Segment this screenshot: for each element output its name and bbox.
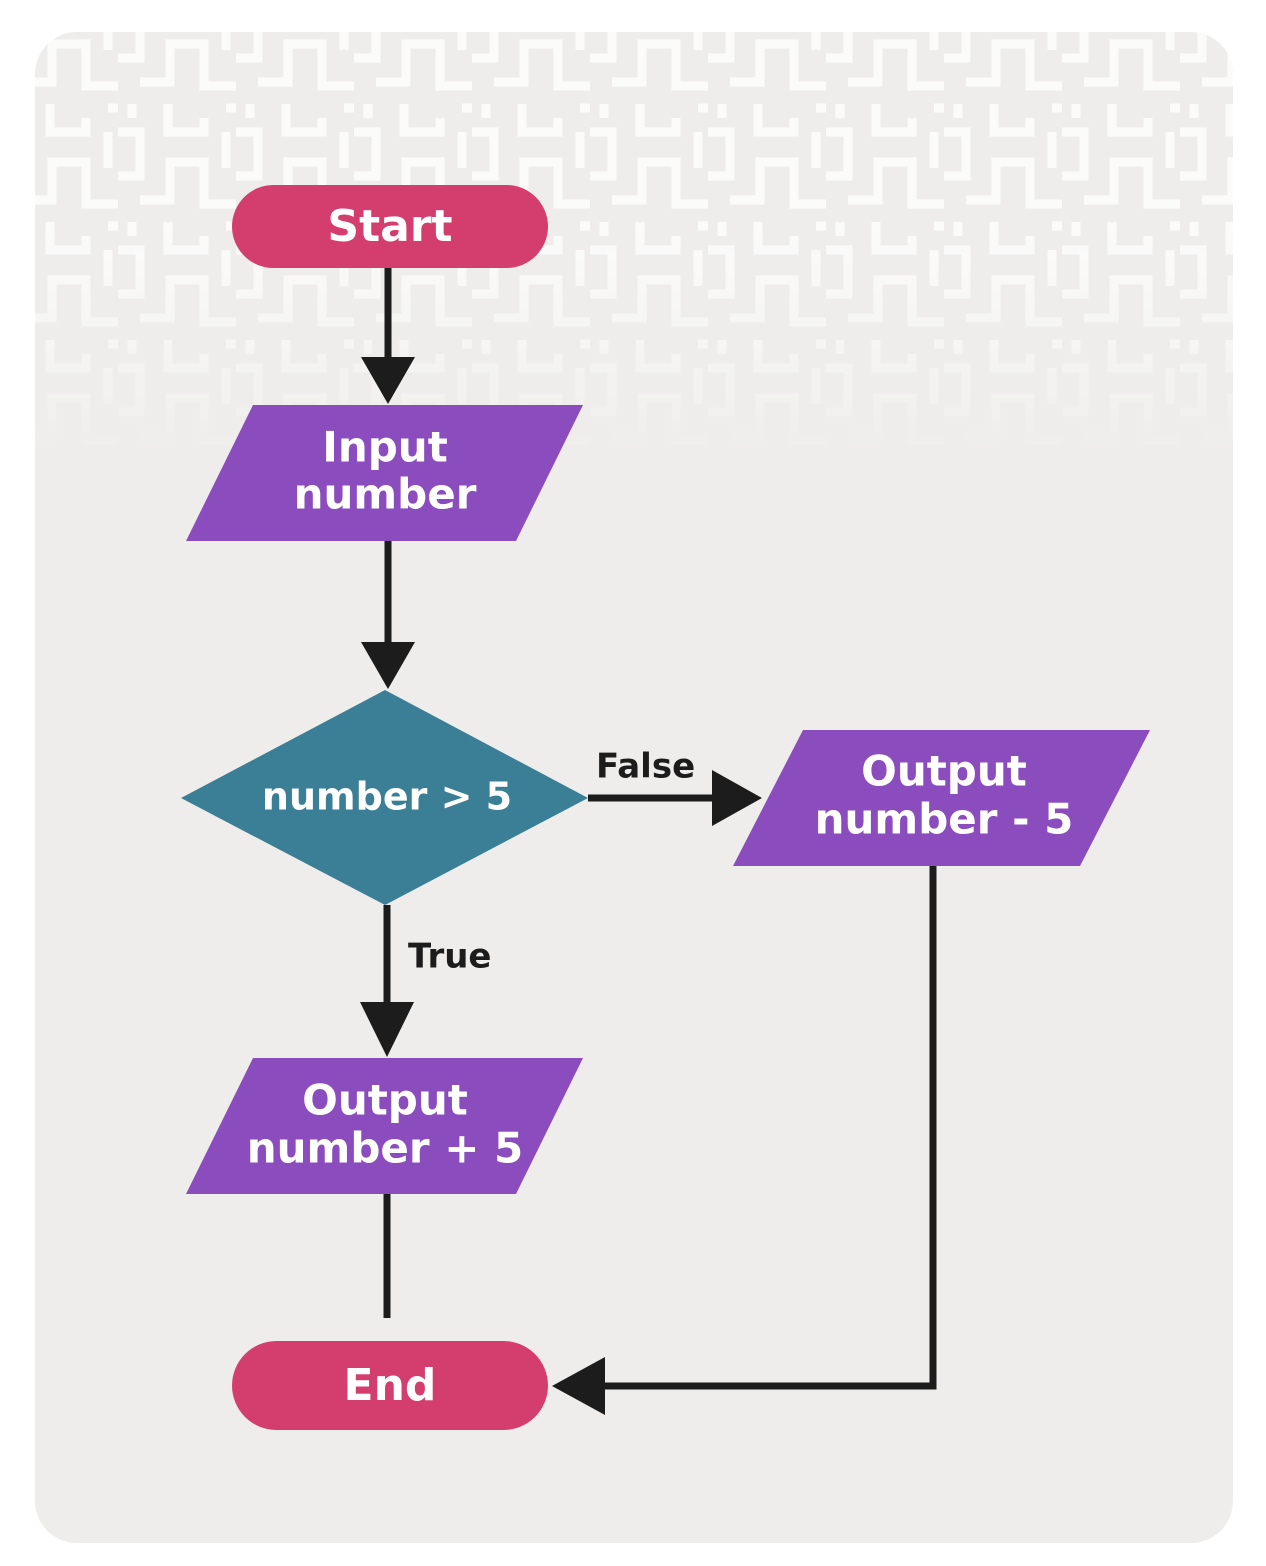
node-input[interactable]: Input number (186, 405, 583, 541)
node-decision-label: number > 5 (262, 775, 512, 819)
node-output-false[interactable]: Output number - 5 (733, 730, 1150, 866)
node-output-true[interactable]: Output number + 5 (186, 1058, 583, 1194)
arrowhead-to-input (361, 357, 415, 404)
node-output-false-label-line2: number - 5 (815, 795, 1074, 844)
node-input-label-line1: Input (322, 423, 448, 472)
node-end-label: End (344, 1360, 437, 1411)
node-output-false-shape[interactable] (733, 730, 1150, 866)
node-output-true-shape[interactable] (186, 1058, 583, 1194)
arrowhead-to-output-true (360, 1002, 414, 1057)
node-end-shape[interactable] (232, 1341, 548, 1430)
node-output-true-label-line2: number + 5 (247, 1124, 524, 1173)
node-output-true-label-line1: Output (302, 1076, 468, 1125)
edge-label-false: False (596, 747, 695, 787)
node-start-label: Start (327, 201, 452, 252)
node-input-shape[interactable] (186, 405, 583, 541)
arrowhead-layer (360, 357, 762, 1415)
arrowhead-to-end (552, 1357, 605, 1415)
node-decision[interactable]: number > 5 (181, 690, 588, 905)
node-output-false-label-line1: Output (861, 747, 1027, 796)
node-start[interactable]: Start (232, 185, 548, 268)
arrowhead-to-decision (361, 642, 415, 689)
node-decision-shape[interactable] (181, 690, 588, 905)
edge-label-true: True (408, 937, 492, 977)
node-end[interactable]: End (232, 1341, 548, 1430)
arrowhead-to-output-false (712, 770, 762, 826)
node-start-shape[interactable] (232, 185, 548, 268)
connector-layer (383, 267, 937, 1390)
node-input-label-line2: number (294, 470, 477, 519)
edge-output-false-to-end (600, 866, 937, 1390)
